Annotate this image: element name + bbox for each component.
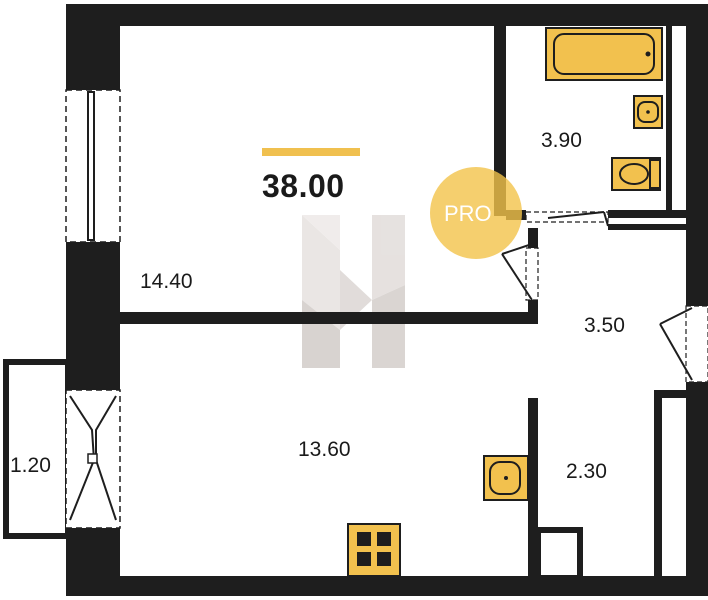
pro-badge [430, 167, 522, 259]
balcony [3, 359, 71, 539]
door-entrance [659, 305, 708, 383]
room-area-hallway: 3.50 [584, 314, 625, 337]
window-living [65, 89, 121, 243]
room-area-bathroom: 3.90 [541, 129, 582, 152]
stove-icon [347, 523, 401, 577]
room-area-wardrobe: 2.30 [566, 460, 607, 483]
pro-badge-label: PRO [444, 201, 492, 226]
room-area-kitchen: 13.60 [298, 438, 351, 461]
washbasin-icon [633, 95, 663, 129]
total-area: 38.00 [262, 168, 345, 204]
room-area-living-room: 14.40 [140, 270, 193, 293]
total-area-accent-bar [262, 148, 360, 156]
room-area-balcony: 1.20 [10, 454, 51, 477]
door-bathroom [525, 211, 609, 227]
kitchen-sink-icon [483, 455, 529, 501]
balcony-door [65, 389, 121, 529]
exterior-walls [66, 4, 708, 596]
interior-walls [120, 24, 688, 581]
logo-watermark-icon [302, 215, 405, 368]
door-living [501, 243, 539, 301]
bathtub-icon [545, 27, 663, 81]
toilet-icon [611, 157, 661, 191]
